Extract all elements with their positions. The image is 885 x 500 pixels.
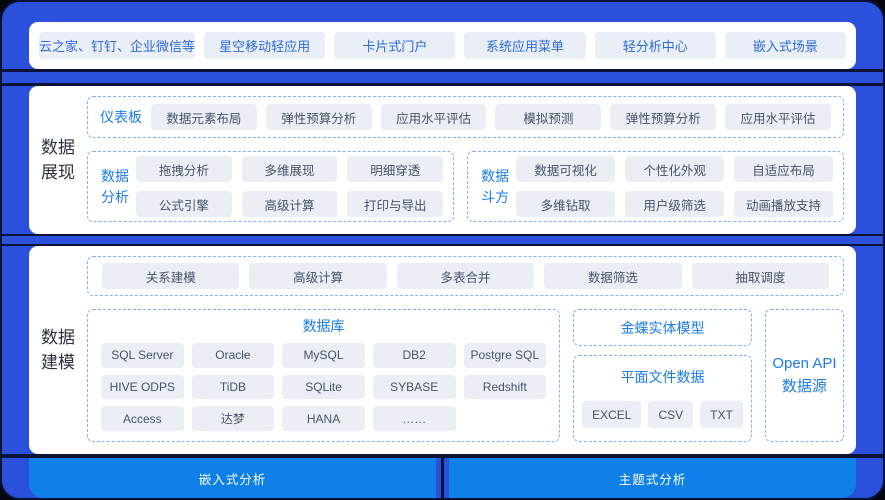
database-chip: HIVE ODPS bbox=[101, 374, 184, 400]
feature-chip: 明细穿透 bbox=[347, 156, 444, 182]
feature-chip: 数据筛选 bbox=[544, 263, 682, 289]
data-presentation-label: 数据展现 bbox=[41, 137, 75, 183]
file-type-chip: CSV bbox=[648, 401, 694, 428]
feature-chip: 拖拽分析 bbox=[136, 156, 232, 182]
database-chip: 达梦 bbox=[191, 406, 275, 431]
dashboard-feature-row: 仪表板 数据元素布局 弹性预算分析 应用水平评估 模拟预测 弹性预算分析 应用水… bbox=[87, 96, 844, 138]
feature-chip: 弹性预算分析 bbox=[610, 104, 717, 130]
feature-chip: 多维钻取 bbox=[516, 191, 616, 217]
database-chip: Postgre SQL bbox=[463, 343, 547, 368]
feature-chip: 应用水平评估 bbox=[725, 104, 831, 130]
open-api-title-line2: 数据源 bbox=[781, 378, 827, 395]
feature-chip: 打印与导出 bbox=[347, 191, 444, 217]
feature-chip: 多表合并 bbox=[396, 263, 535, 289]
data-sources-row: 数据库 SQL Server Oracle MySQL DB2 Postgre … bbox=[87, 309, 844, 442]
database-chip: SQL Server bbox=[101, 343, 184, 368]
database-chip: SQLite bbox=[282, 374, 365, 400]
open-api-title-line1: Open API bbox=[772, 355, 837, 372]
analysis-modes-footer: 嵌入式分析 主题式分析 bbox=[2, 458, 883, 498]
data-modeling-section: 数据建模 关系建模 高级计算 多表合并 数据筛选 抽取调度 数据库 SQL Se… bbox=[29, 246, 856, 454]
data-analysis-group-label: 数据分析 bbox=[101, 168, 129, 205]
feature-chip: 抽取调度 bbox=[691, 263, 830, 289]
feature-chip: 动画播放支持 bbox=[734, 191, 833, 217]
database-grid: SQL Server Oracle MySQL DB2 Postgre SQL … bbox=[101, 343, 547, 431]
feature-chip: 公式引擎 bbox=[136, 191, 232, 217]
data-doufang-feature-grid: 数据可视化 个性化外观 自适应布局 多维钻取 用户级筛选 动画播放支持 bbox=[516, 156, 833, 217]
feature-chip: 自适应布局 bbox=[734, 156, 833, 182]
file-type-chip: EXCEL bbox=[582, 401, 642, 428]
feature-chip: 数据元素布局 bbox=[151, 104, 257, 130]
database-chip: MySQL bbox=[282, 343, 365, 368]
data-modeling-body: 关系建模 高级计算 多表合并 数据筛选 抽取调度 数据库 SQL Server … bbox=[87, 246, 856, 454]
embedded-analysis-bar: 嵌入式分析 bbox=[29, 458, 436, 498]
database-sources-group: 数据库 SQL Server Oracle MySQL DB2 Postgre … bbox=[87, 309, 561, 442]
data-analysis-group: 数据分析 拖拽分析 多维展现 明细穿透 公式引擎 高级计算 打印与导出 bbox=[87, 151, 455, 222]
database-chip: SYBASE bbox=[372, 374, 456, 400]
data-doufang-group: 数据斗方 数据可视化 个性化外观 自适应布局 多维钻取 用户级筛选 动画播放支持 bbox=[467, 151, 844, 222]
data-presentation-body: 仪表板 数据元素布局 弹性预算分析 应用水平评估 模拟预测 弹性预算分析 应用水… bbox=[87, 86, 856, 234]
flat-file-group-title: 平面文件数据 bbox=[620, 369, 705, 385]
channel-chip-mobile-lite-app: 星空移动轻应用 bbox=[204, 32, 326, 59]
feature-chip: 用户级筛选 bbox=[625, 191, 725, 217]
database-chip: HANA bbox=[282, 406, 365, 431]
database-group-title: 数据库 bbox=[302, 318, 345, 334]
footer-divider-line bbox=[2, 454, 883, 458]
database-chip: DB2 bbox=[372, 343, 456, 368]
kingdee-entity-model-group: 金蝶实体模型 bbox=[573, 309, 752, 346]
open-api-source-group: Open API 数据源 bbox=[764, 309, 844, 442]
database-chip: Access bbox=[101, 406, 184, 431]
feature-chip: 多维展现 bbox=[241, 156, 338, 182]
access-channels-bar: 云之家、钉钉、企业微信等 星空移动轻应用 卡片式门户 系统应用菜单 轻分析中心 … bbox=[29, 22, 856, 69]
section-divider bbox=[2, 234, 883, 246]
feature-chip: 弹性预算分析 bbox=[265, 104, 372, 130]
flat-file-types-row: EXCEL CSV TXT bbox=[582, 401, 743, 428]
entity-and-file-sources-column: 金蝶实体模型 平面文件数据 EXCEL CSV TXT bbox=[573, 309, 752, 442]
database-chip: Oracle bbox=[191, 343, 275, 368]
data-modeling-label: 数据建模 bbox=[41, 327, 75, 373]
feature-chip: 个性化外观 bbox=[625, 156, 725, 182]
footer-bar-gap bbox=[441, 458, 444, 498]
presentation-lower-row: 数据分析 拖拽分析 多维展现 明细穿透 公式引擎 高级计算 打印与导出 数据斗方 bbox=[87, 151, 844, 222]
database-chip: TiDB bbox=[191, 374, 275, 400]
channel-chip-embedded-scene: 嵌入式场景 bbox=[724, 32, 847, 59]
feature-chip: 数据可视化 bbox=[516, 156, 616, 182]
feature-chip: 模拟预测 bbox=[495, 104, 602, 130]
channel-chip-system-app-menu: 系统应用菜单 bbox=[464, 32, 586, 59]
data-doufang-group-label: 数据斗方 bbox=[481, 168, 510, 205]
feature-chip: 高级计算 bbox=[241, 191, 338, 217]
section-divider bbox=[2, 69, 883, 86]
data-analysis-feature-grid: 拖拽分析 多维展现 明细穿透 公式引擎 高级计算 打印与导出 bbox=[136, 156, 444, 217]
kingdee-entity-model-title: 金蝶实体模型 bbox=[620, 319, 705, 336]
channel-chip-yunzhijia: 云之家、钉钉、企业微信等 bbox=[39, 32, 196, 59]
channel-chip-card-portal: 卡片式门户 bbox=[334, 32, 456, 59]
feature-chip: 关系建模 bbox=[102, 263, 240, 289]
dashboard-group-label: 仪表板 bbox=[100, 109, 142, 125]
flat-file-data-group: 平面文件数据 EXCEL CSV TXT bbox=[573, 355, 752, 442]
database-chip-more: …… bbox=[372, 406, 456, 431]
modeling-capabilities-row: 关系建模 高级计算 多表合并 数据筛选 抽取调度 bbox=[87, 256, 844, 296]
frame-top-edge bbox=[2, 2, 883, 22]
file-type-chip: TXT bbox=[700, 401, 743, 428]
channel-chip-light-analysis-center: 轻分析中心 bbox=[594, 32, 716, 59]
themed-analysis-bar: 主题式分析 bbox=[449, 458, 856, 498]
feature-chip: 应用水平评估 bbox=[380, 104, 487, 130]
database-chip: Redshift bbox=[463, 374, 547, 400]
data-presentation-section: 数据展现 仪表板 数据元素布局 弹性预算分析 应用水平评估 模拟预测 弹性预算分… bbox=[29, 86, 856, 234]
feature-chip: 高级计算 bbox=[249, 263, 387, 289]
